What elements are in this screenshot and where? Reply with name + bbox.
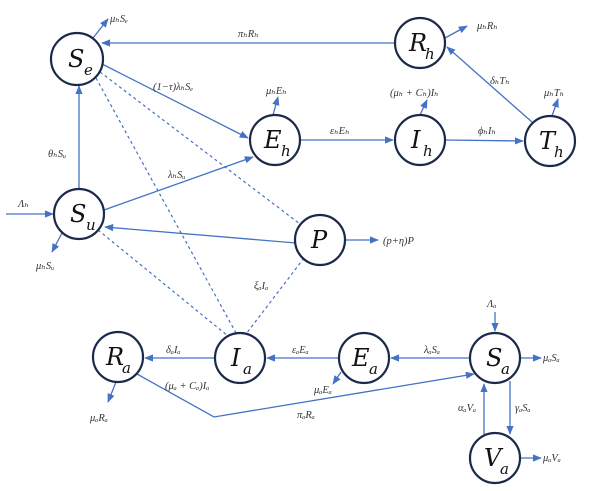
arrow-death-ra	[107, 381, 117, 403]
node-ih-sub: h	[423, 142, 433, 160]
node-ia: I a	[213, 331, 267, 385]
node-ia-sub: a	[243, 360, 252, 378]
node-th-main: T	[539, 127, 557, 155]
label-death-se: μₕSₑ	[109, 14, 128, 25]
label-death-ra: μₐRₐ	[89, 413, 108, 424]
node-va-sub: a	[500, 460, 509, 478]
arrow-treat-h	[444, 137, 524, 145]
label-death-sa: μₐSₐ	[542, 353, 560, 364]
node-rh-main: R	[408, 29, 427, 57]
label-inf-sa: λₐSₐ	[423, 345, 440, 356]
node-ih-main: I	[410, 126, 421, 154]
node-ea-main: E	[351, 344, 370, 372]
arrow-death-eh	[272, 96, 280, 116]
arrow-inf-su	[103, 156, 254, 211]
node-ih: I h	[393, 113, 447, 167]
label-rec-a: δₐIₐ	[166, 345, 181, 356]
node-su-main: S	[70, 200, 86, 228]
node-p-main: P	[310, 226, 328, 254]
node-su: S u	[52, 187, 106, 241]
node-eh: E h	[248, 113, 302, 167]
label-death-rh: μₕRₕ	[476, 21, 498, 32]
label-inf-se: (1−τ)λₕSₑ	[153, 82, 193, 93]
arrow-death-ea	[332, 371, 342, 385]
node-eh-sub: h	[281, 142, 291, 160]
node-se-sub: e	[84, 61, 93, 79]
node-sa: S a	[468, 331, 522, 385]
label-prog-a: εₐEₐ	[292, 345, 309, 356]
arrow-death-rh	[444, 25, 468, 39]
node-ia-main: I	[230, 344, 241, 372]
label-treat-h: ϕₕIₕ	[478, 126, 496, 137]
node-p: P	[293, 213, 347, 267]
node-ea-sub: a	[369, 360, 378, 378]
label-loss-imm-h: πₕRₕ	[238, 29, 259, 40]
label-death-eh: μₕEₕ	[265, 86, 287, 97]
label-recruit-h: Λₕ	[17, 199, 29, 210]
node-va: V a	[468, 431, 522, 485]
label-death-ia: (μₐ + Cₐ)Iₐ	[165, 381, 209, 392]
arrow-death-su	[51, 232, 63, 253]
label-death-ih: (μₕ + Cₕ)Iₕ	[390, 88, 439, 99]
node-eh-main: E	[263, 126, 282, 154]
label-vacc-a: γₐSₐ	[515, 403, 531, 414]
label-vacc-h: θₕSᵤ	[48, 149, 66, 160]
node-rh: R h	[393, 16, 447, 70]
node-th: T h	[523, 114, 577, 168]
node-ra: R a	[91, 330, 145, 384]
arrow-loss-imm-a	[136, 371, 475, 418]
node-se: S e	[49, 31, 105, 87]
arrow-inf-se	[101, 63, 249, 139]
node-rh-sub: h	[425, 45, 435, 63]
node-ea: E a	[337, 331, 391, 385]
arrow-p-su	[104, 224, 297, 244]
label-loss-imm-a: πₐRₐ	[297, 410, 315, 421]
node-th-sub: h	[554, 143, 564, 161]
label-inf-su: λₕSᵤ	[167, 170, 185, 181]
node-va-main: V	[484, 444, 504, 472]
node-se-main: S	[68, 45, 84, 73]
label-prog-h: εₕEₕ	[330, 126, 350, 137]
label-p-out: (p+η)P	[383, 236, 415, 247]
arrow-death-ih	[419, 99, 428, 116]
dashed-link-se-ia	[95, 77, 237, 334]
arrow-death-th	[551, 98, 559, 117]
arrow-death-se	[92, 18, 109, 39]
label-recruit-a: Λₐ	[486, 299, 496, 310]
node-sa-main: S	[486, 344, 502, 372]
label-death-th: μₕTₕ	[543, 88, 564, 99]
label-death-su: μₕSᵤ	[35, 261, 54, 272]
node-sa-sub: a	[501, 360, 510, 378]
label-wane-a: αₐVₐ	[458, 403, 476, 414]
dashed-link-p-ia	[245, 257, 305, 335]
node-ra-main: R	[105, 343, 124, 371]
label-rec-h: δₕTₕ	[490, 76, 510, 87]
label-shed-a: ξₐIₐ	[254, 281, 268, 292]
label-death-ea: μₐEₐ	[313, 385, 332, 396]
node-su-sub: u	[86, 216, 96, 234]
arrow-rec-h	[446, 46, 533, 123]
dashed-link-su-ia	[97, 229, 229, 337]
label-death-va: μₐVₐ	[542, 453, 561, 464]
node-ra-sub: a	[122, 359, 131, 377]
